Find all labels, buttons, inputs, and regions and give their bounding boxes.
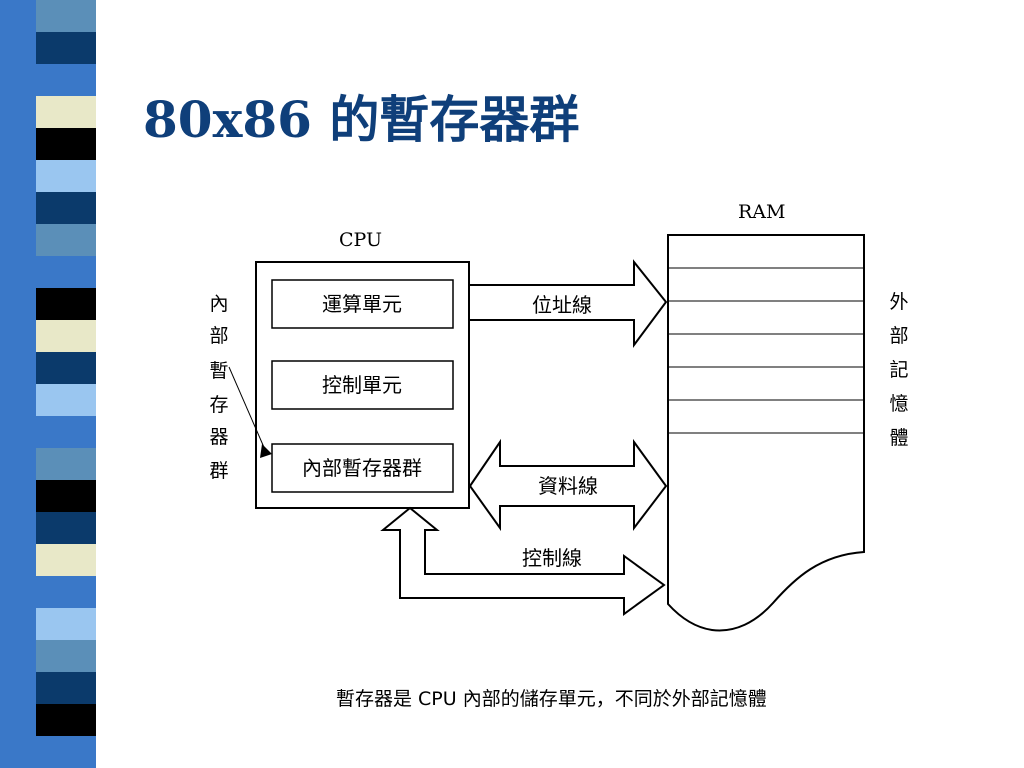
stripe-block	[36, 736, 96, 768]
left-vertical-char: 內	[209, 293, 228, 315]
right-vertical-char: 體	[889, 427, 908, 449]
stripe-block	[36, 64, 96, 97]
right-vertical-char: 憶	[889, 393, 908, 415]
left-vertical-char: 暫	[209, 360, 228, 382]
data-bus-label: 資料線	[538, 474, 598, 498]
decorative-stripe	[0, 0, 120, 768]
control-bus-label: 控制線	[522, 546, 582, 570]
stripe-block	[36, 448, 96, 481]
stripe-block	[36, 352, 96, 385]
stripe-block	[36, 512, 96, 545]
stripe-block	[36, 32, 96, 65]
right-vertical-char: 外	[889, 291, 908, 313]
address-bus-label: 位址線	[532, 293, 592, 317]
left-vertical-char: 存	[209, 394, 228, 416]
stripe-block	[36, 160, 96, 193]
ram-label: RAM	[738, 201, 785, 223]
stripe-block	[36, 224, 96, 257]
control-unit-label: 控制單元	[322, 373, 402, 397]
stripe-block	[36, 704, 96, 737]
stripe-block	[36, 128, 96, 161]
pointer-arrowhead	[260, 444, 272, 458]
slide-title: 80x86 的暫存器群	[143, 90, 580, 149]
address-bus-arrow	[468, 259, 668, 349]
stripe-block	[36, 192, 96, 225]
left-vertical-char: 器	[209, 426, 228, 448]
control-unit-box	[271, 360, 454, 410]
internal-registers-box	[271, 443, 454, 493]
internal-registers-label: 內部暫存器群	[302, 456, 422, 480]
pointer-line	[228, 366, 267, 453]
left-vertical-char: 部	[209, 325, 228, 347]
left-vertical-char: 群	[209, 460, 228, 482]
right-vertical-char: 部	[889, 325, 908, 347]
stripe-block	[36, 640, 96, 673]
stripe-block	[36, 96, 96, 129]
stripe-block	[36, 672, 96, 705]
stripe-block	[36, 320, 96, 353]
stripe-block	[36, 480, 96, 513]
alu-unit-label: 運算單元	[322, 292, 402, 316]
alu-unit-box	[271, 279, 454, 329]
stripe-block	[36, 608, 96, 641]
right-vertical-char: 記	[889, 359, 908, 381]
stripe-block	[36, 256, 96, 289]
stripe-block	[36, 288, 96, 321]
stripe-block	[36, 0, 96, 33]
stripe-block	[36, 544, 96, 577]
stripe-block	[36, 416, 96, 449]
stripe-block	[36, 384, 96, 417]
slide-caption: 暫存器是 CPU 內部的儲存單元，不同於外部記憶體	[336, 688, 767, 710]
control-bus-arrow	[380, 506, 666, 616]
stripe-block	[36, 576, 96, 609]
data-bus-arrow	[468, 438, 668, 532]
cpu-label: CPU	[339, 229, 382, 251]
